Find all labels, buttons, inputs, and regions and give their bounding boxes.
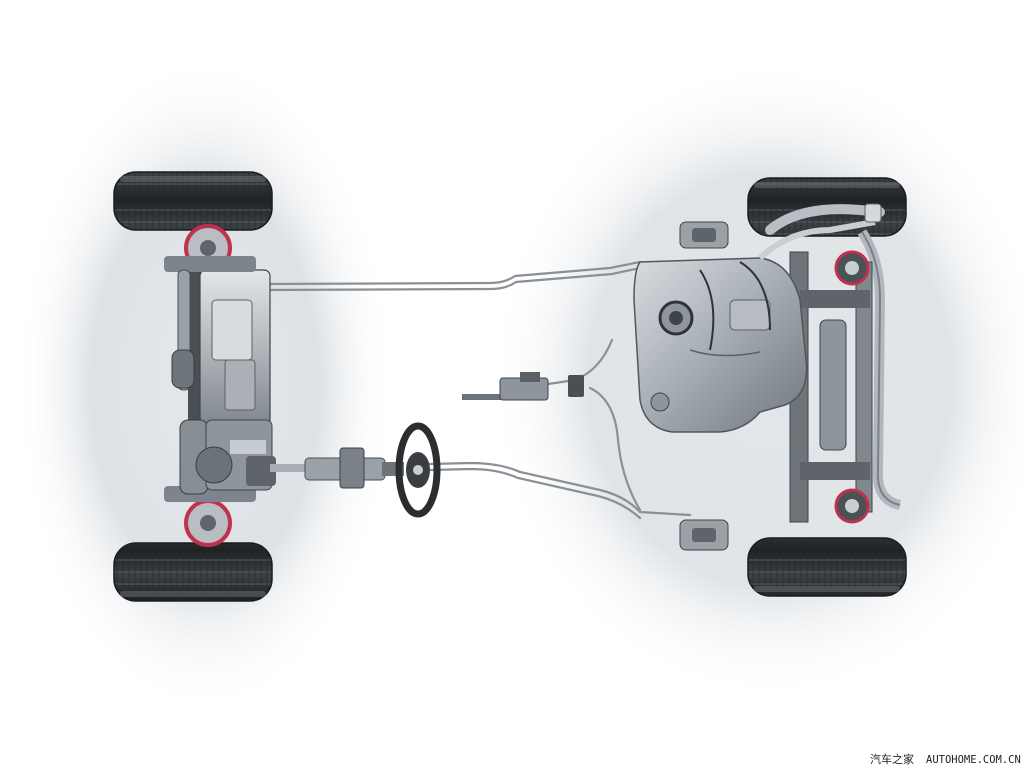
front-axle-assembly [113, 171, 276, 602]
brake-lines [260, 260, 692, 520]
watermark-en: AUTOHOME.COM.CN [926, 754, 1021, 766]
steering-assembly [270, 422, 441, 518]
steering-wheel [395, 422, 441, 518]
parking-brake [462, 372, 584, 401]
watermark-cn: 汽车之家 [870, 752, 914, 766]
front-right-tire [113, 542, 273, 602]
rear-axle-assembly [633, 177, 907, 597]
rear-right-tire [747, 537, 907, 597]
